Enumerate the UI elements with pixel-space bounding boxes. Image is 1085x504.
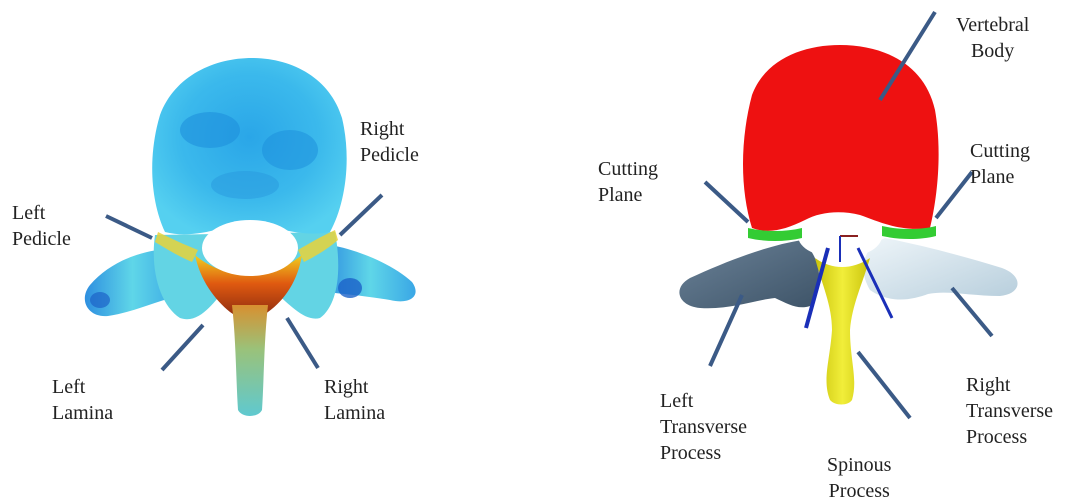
label-line: Lamina <box>52 400 113 426</box>
vertebral-body-shape <box>743 45 939 231</box>
spinous-process-shape <box>232 305 268 416</box>
segmented-vertebra-panel: Vertebral Body Cutting Plane Cutting Pla… <box>540 0 1085 504</box>
right-transverse-process-shape <box>325 245 416 301</box>
label-line: Process <box>827 478 891 504</box>
vertebral-body-stress-shape <box>152 58 346 234</box>
stress-vertebra-panel: Left Pedicle Right Pedicle Left Lamina R… <box>0 0 540 504</box>
label-cutting-plane-left: Cutting Plane <box>598 156 658 208</box>
label-line: Spinous <box>827 452 891 478</box>
label-line: Right <box>360 116 419 142</box>
leader-left-pedicle <box>106 216 152 238</box>
label-spinous-process: Spinous Process <box>827 452 891 504</box>
label-line: Process <box>660 440 747 466</box>
spinous-process-shape <box>815 258 870 405</box>
label-cutting-plane-right: Cutting Plane <box>970 138 1030 190</box>
label-left-transverse-process: Left Transverse Process <box>660 388 747 466</box>
label-line: Process <box>966 424 1053 450</box>
stress-patch <box>338 278 362 298</box>
leader-left-lamina <box>162 325 203 370</box>
label-left-lamina: Left Lamina <box>52 374 113 426</box>
label-line: Cutting <box>598 156 658 182</box>
stress-patch <box>90 292 110 308</box>
label-line: Body <box>956 38 1029 64</box>
stress-patch <box>211 171 279 199</box>
label-right-pedicle: Right Pedicle <box>360 116 419 168</box>
leader-spinous <box>858 352 910 418</box>
label-vertebral-body: Vertebral Body <box>956 12 1029 64</box>
label-right-lamina: Right Lamina <box>324 374 385 426</box>
label-line: Pedicle <box>12 226 71 252</box>
label-line: Vertebral <box>956 12 1029 38</box>
left-transverse-process-shape <box>679 240 819 308</box>
stress-patch <box>262 130 318 170</box>
label-line: Left <box>12 200 71 226</box>
label-line: Transverse <box>966 398 1053 424</box>
label-right-transverse-process: Right Transverse Process <box>966 372 1053 450</box>
stress-vertebra-figure <box>0 0 540 504</box>
label-line: Pedicle <box>360 142 419 168</box>
label-line: Lamina <box>324 400 385 426</box>
label-left-pedicle: Left Pedicle <box>12 200 71 252</box>
label-line: Left <box>660 388 747 414</box>
leader-right-pedicle <box>340 195 382 235</box>
label-line: Right <box>324 374 385 400</box>
stress-patch <box>180 112 240 148</box>
leader-cutting-plane-right <box>936 172 972 218</box>
leader-right-lamina <box>287 318 318 368</box>
label-line: Cutting <box>970 138 1030 164</box>
leader-cutting-plane-left <box>705 182 748 222</box>
label-line: Right <box>966 372 1053 398</box>
label-line: Plane <box>970 164 1030 190</box>
vertebral-foramen <box>202 220 298 276</box>
label-line: Plane <box>598 182 658 208</box>
label-line: Left <box>52 374 113 400</box>
label-line: Transverse <box>660 414 747 440</box>
right-transverse-process-shape <box>863 238 1017 300</box>
